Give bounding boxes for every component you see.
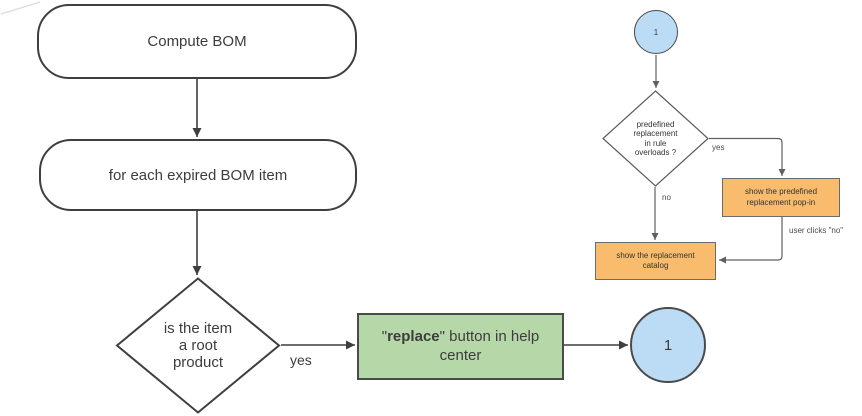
decision-is-root-product-label: is the item a root product <box>163 319 233 372</box>
arrow-popin-to-catalog <box>719 217 783 264</box>
canvas-artifact-line <box>0 1 41 15</box>
decision-is-root-product[interactable]: is the item a root product <box>115 277 281 414</box>
subaction-popin-label: show the predefined replacement pop-in <box>744 187 818 207</box>
sub-decision-shape <box>602 90 709 187</box>
edge-label-yes-sub: yes <box>712 143 725 152</box>
subaction-show-replacement-catalog[interactable]: show the replacement catalog <box>595 242 716 280</box>
node-compute-bom[interactable]: Compute BOM <box>37 4 357 79</box>
sub-connector-node-1[interactable]: 1 <box>634 10 678 54</box>
subaction-catalog-label: show the replacement catalog <box>616 250 695 270</box>
subaction-show-predefined-replacement-popin[interactable]: show the predefined replacement pop-in <box>722 178 840 217</box>
sub-connector-node-1-label: 1 <box>653 27 659 37</box>
node-compute-bom-label: Compute BOM <box>147 33 247 50</box>
decision-shape <box>115 277 281 414</box>
action-replace-button-help-center[interactable]: "replace" button in help center <box>357 313 564 380</box>
action-replace-label: "replace" button in help center <box>381 327 540 364</box>
connector-node-1[interactable]: 1 <box>630 307 706 383</box>
sub-decision-predefined-replacement[interactable]: predefined replacement in rule overloads… <box>602 90 709 187</box>
node-for-each-label: for each expired BOM item <box>108 166 288 184</box>
edge-label-yes-main: yes <box>290 352 312 368</box>
node-for-each-expired-bom-item[interactable]: for each expired BOM item <box>39 139 357 211</box>
connector-node-1-label: 1 <box>663 336 673 354</box>
sub-decision-label: predefined replacement in rule overloads… <box>633 119 678 157</box>
edge-label-user-clicks-no: user clicks "no" <box>789 226 844 235</box>
edge-label-no-sub: no <box>662 193 671 202</box>
